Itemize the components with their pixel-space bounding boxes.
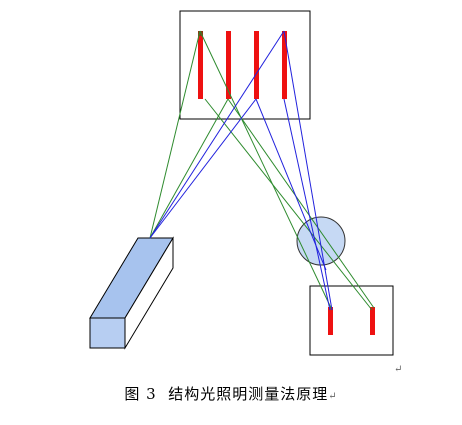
caption-text: 结构光照明测量法原理 — [168, 385, 329, 403]
camera-stripe — [370, 307, 375, 335]
blue-rays — [149, 30, 333, 311]
pattern-stripe-tip — [198, 31, 203, 36]
pattern-stripe — [226, 31, 231, 99]
caption-return-mark: ↵ — [328, 391, 338, 402]
camera-stripe — [328, 307, 333, 335]
green-ray — [204, 98, 373, 311]
pattern-stripe — [254, 31, 259, 99]
camera-frame — [309, 285, 394, 356]
green-ray — [199, 30, 333, 311]
paragraph-return-mark: ↵ — [394, 364, 403, 375]
green-ray — [149, 30, 201, 239]
camera-box — [309, 285, 394, 356]
blue-ray — [149, 98, 257, 239]
blue-ray — [149, 30, 285, 239]
blue-ray — [255, 98, 327, 271]
green-ray — [227, 98, 375, 309]
blue-ray — [283, 30, 333, 311]
pattern-stripe — [282, 31, 287, 99]
green-rays — [149, 30, 375, 311]
projector-front-face — [89, 317, 126, 349]
projector — [89, 236, 174, 350]
blue-ray — [283, 98, 331, 311]
caption-label: 图 3 — [124, 385, 157, 403]
figure-caption: 图 3 结构光照明测量法原理↵ — [0, 383, 462, 404]
pattern-box — [179, 10, 311, 120]
green-ray — [149, 98, 229, 239]
pattern-stripe — [198, 31, 203, 99]
